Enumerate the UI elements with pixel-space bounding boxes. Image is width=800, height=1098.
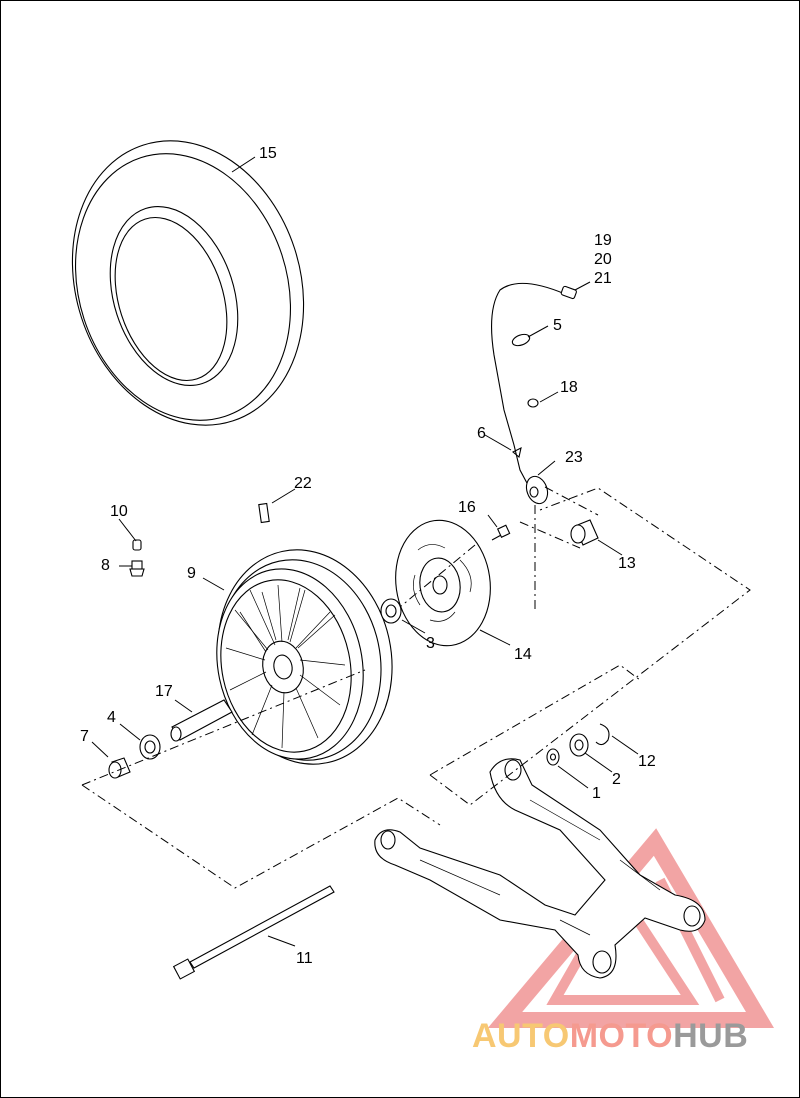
wheel [216, 549, 393, 765]
wheel-bearing-left [139, 734, 161, 760]
cable-clip [511, 333, 531, 347]
callout-17: 17 [155, 683, 173, 700]
axle-washer [546, 748, 560, 766]
balance-weight [258, 502, 270, 524]
callout-4: 4 [107, 709, 116, 726]
callout-10: 10 [110, 503, 128, 520]
callout-16: 16 [458, 499, 476, 516]
callout-6: 6 [477, 425, 486, 442]
callout-12: 12 [638, 753, 656, 770]
callout-18: 18 [560, 379, 578, 396]
leader-lines [91, 156, 639, 947]
watermark-part-2: MOTO [570, 1017, 673, 1055]
callout-5: 5 [553, 317, 562, 334]
brake-disc [395, 519, 491, 647]
wheel-bearing-right [380, 598, 402, 624]
valve-stem [129, 560, 145, 577]
axle-spacer [170, 699, 233, 742]
axle [172, 885, 335, 980]
axle-adjuster [569, 733, 589, 757]
watermark-part-1: AUTO [472, 1017, 570, 1055]
callout-19: 19 [594, 232, 612, 249]
tire [71, 140, 305, 426]
watermark: AUTOMOTOHUB [472, 1017, 748, 1055]
callout-20: 20 [594, 251, 612, 268]
watermark-part-3: HUB [673, 1017, 748, 1055]
axle-spacer-left [108, 757, 131, 779]
assembly-lines [81, 486, 751, 889]
svg-text:AUTOMOTOHUB: AUTOMOTOHUB [472, 1017, 748, 1055]
wheel-speed-sensor [491, 282, 577, 505]
axle-spacer-right [570, 519, 599, 546]
cable-tie [527, 398, 539, 408]
callout-7: 7 [80, 728, 89, 745]
callout-22: 22 [294, 475, 312, 492]
callout-8: 8 [101, 557, 110, 574]
callouts: 15 19 20 21 5 18 6 23 22 16 10 8 13 9 3 … [80, 145, 656, 967]
callout-3: 3 [426, 635, 435, 652]
callout-2: 2 [612, 771, 621, 788]
callout-23: 23 [565, 449, 583, 466]
callout-9: 9 [187, 565, 196, 582]
callout-11: 11 [296, 950, 313, 967]
callout-13: 13 [618, 555, 636, 572]
disc-bolt [491, 524, 511, 541]
retaining-clip [595, 723, 610, 746]
cable-strap [512, 446, 522, 459]
callout-1: 1 [592, 785, 601, 802]
callout-14: 14 [514, 646, 532, 663]
callout-21: 21 [594, 270, 612, 287]
valve-cap [132, 539, 142, 551]
callout-15: 15 [259, 145, 277, 162]
swingarm [374, 758, 706, 979]
